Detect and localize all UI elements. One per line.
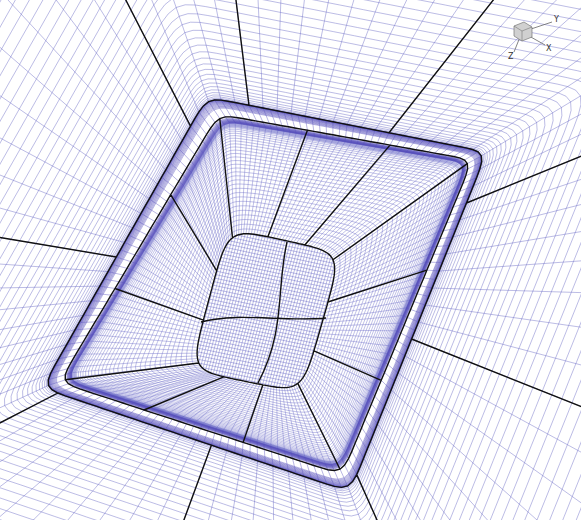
core-grid [184,221,348,399]
axis-label: Y [554,15,559,24]
axis-label: X [546,44,551,53]
axis-triad [514,22,552,52]
axis-cube [514,26,532,31]
axis-cube [522,31,523,41]
axis-cube [514,22,532,41]
axis-label: Z [508,52,513,61]
